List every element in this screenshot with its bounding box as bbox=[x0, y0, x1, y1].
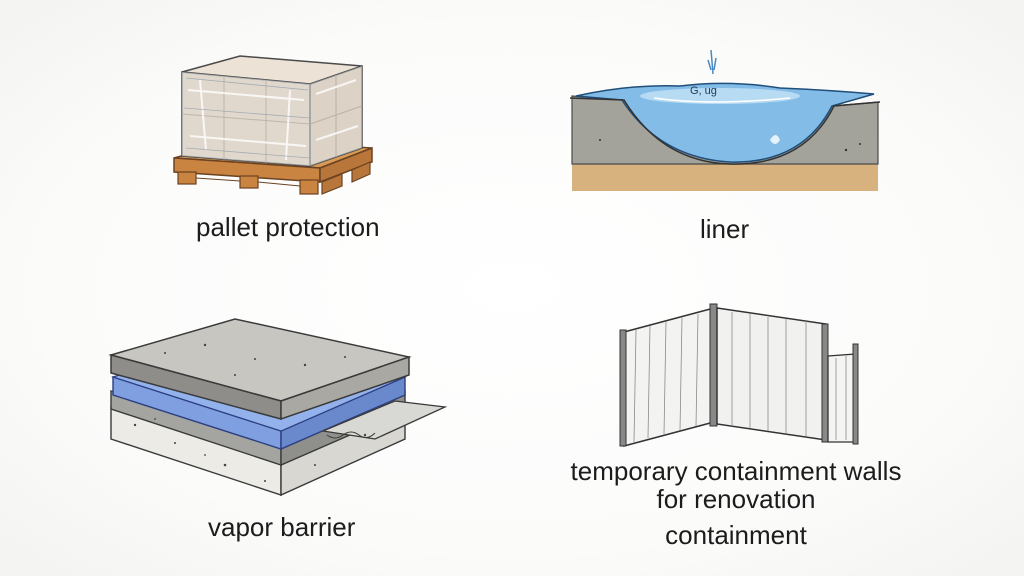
caption-line-1: temporary containment walls bbox=[570, 456, 902, 486]
caption-pallet-protection: pallet protection bbox=[196, 212, 380, 242]
concrete-slab bbox=[108, 318, 412, 421]
speckle-texture bbox=[133, 343, 367, 482]
center-post bbox=[709, 303, 718, 427]
vapor-barrier-illustration bbox=[108, 318, 448, 497]
containment-walls-illustration bbox=[619, 303, 859, 447]
caption-containment-walls: temporary containment walls for renovati… bbox=[568, 456, 904, 550]
peeled-sheet bbox=[320, 400, 448, 440]
sketch-scribble: G, ug bbox=[690, 85, 717, 97]
caption-vapor-barrier: vapor barrier bbox=[208, 512, 356, 542]
caption-line-2: for renovation bbox=[656, 484, 816, 514]
liner-illustration: G, ug bbox=[570, 49, 880, 191]
wrapped-load bbox=[181, 55, 363, 168]
splash-icon bbox=[707, 49, 717, 75]
wall-panel-left bbox=[619, 307, 715, 447]
water-pond bbox=[575, 82, 875, 163]
caption-liner: liner bbox=[700, 214, 750, 244]
wall-panel-gate bbox=[827, 343, 859, 445]
caption-line-3: containment bbox=[665, 520, 807, 550]
pallet-illustration bbox=[173, 55, 373, 195]
wall-panel-right bbox=[716, 307, 829, 443]
